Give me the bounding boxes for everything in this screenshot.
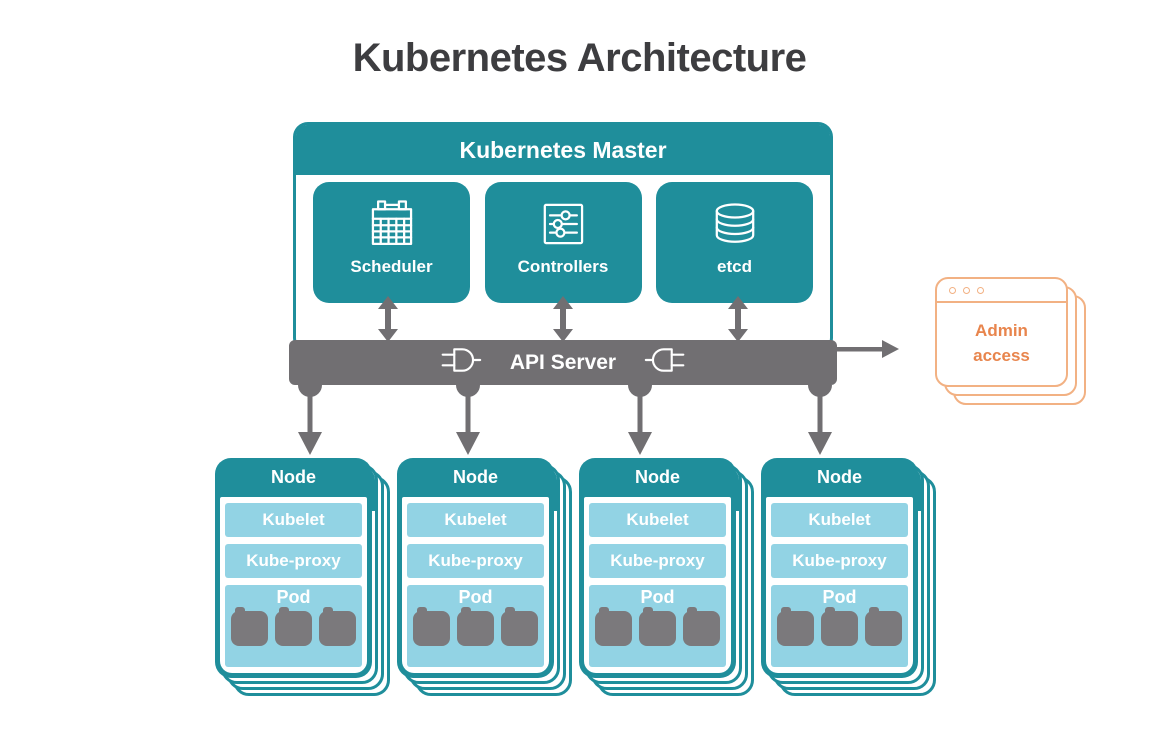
kube-proxy-row: Kube-proxy bbox=[771, 544, 908, 578]
api-server-bar: API Server bbox=[289, 340, 837, 385]
container-icon bbox=[457, 607, 494, 646]
kubelet-row: Kubelet bbox=[771, 503, 908, 537]
kubelet-row: Kubelet bbox=[589, 503, 726, 537]
container-icon bbox=[231, 607, 268, 646]
api-node4-arrow bbox=[808, 385, 832, 455]
container-icon bbox=[683, 607, 720, 646]
controllers-label: Controllers bbox=[517, 257, 609, 276]
pod-section: Pod bbox=[225, 585, 362, 667]
window-titlebar bbox=[937, 279, 1066, 303]
kubernetes-master-title: Kubernetes Master bbox=[296, 125, 830, 175]
node-title: Node bbox=[271, 467, 316, 487]
node-title: Node bbox=[817, 467, 862, 487]
kubernetes-master-box: Kubernetes Master Scheduler bbox=[293, 122, 833, 353]
controllers-api-double-arrow bbox=[553, 296, 573, 342]
container-icon bbox=[501, 607, 538, 646]
node-card: Node Kubelet Kube-proxy Pod bbox=[761, 458, 918, 678]
container-icon bbox=[777, 607, 814, 646]
api-node1-arrow bbox=[298, 385, 322, 455]
container-icon bbox=[821, 607, 858, 646]
api-node2-arrow bbox=[456, 385, 480, 455]
kube-proxy-row: Kube-proxy bbox=[225, 544, 362, 578]
node-stack-3: Node Kubelet Kube-proxy Pod bbox=[579, 458, 759, 703]
pod-section: Pod bbox=[771, 585, 908, 667]
controllers-box: Controllers bbox=[484, 182, 642, 303]
node-card: Node Kubelet Kube-proxy Pod bbox=[397, 458, 554, 678]
pod-label: Pod bbox=[276, 587, 311, 607]
node-card: Node Kubelet Kube-proxy Pod bbox=[215, 458, 372, 678]
pod-section: Pod bbox=[589, 585, 726, 667]
master-components-row: Scheduler Controllers bbox=[313, 182, 813, 303]
container-icon bbox=[639, 607, 676, 646]
node-title: Node bbox=[635, 467, 680, 487]
kube-proxy-row: Kube-proxy bbox=[589, 544, 726, 578]
pod-label: Pod bbox=[458, 587, 493, 607]
container-icon bbox=[595, 607, 632, 646]
page-title: Kubernetes Architecture bbox=[352, 36, 807, 80]
pod-label: Pod bbox=[640, 587, 675, 607]
window-dot-icon bbox=[977, 286, 984, 294]
container-icon bbox=[319, 607, 356, 646]
node-title: Node bbox=[453, 467, 498, 487]
socket-icon bbox=[636, 342, 686, 383]
etcd-box: etcd bbox=[656, 182, 813, 303]
container-icon bbox=[413, 607, 450, 646]
plug-icon bbox=[440, 342, 490, 383]
etcd-label: etcd bbox=[717, 257, 752, 276]
node-card: Node Kubelet Kube-proxy Pod bbox=[579, 458, 736, 678]
api-node3-arrow bbox=[628, 385, 652, 455]
api-server-label: API Server bbox=[509, 350, 617, 374]
pod-section: Pod bbox=[407, 585, 544, 667]
kubelet-row: Kubelet bbox=[407, 503, 544, 537]
kubelet-row: Kubelet bbox=[225, 503, 362, 537]
sliders-icon bbox=[537, 195, 589, 253]
container-icon bbox=[275, 607, 312, 646]
kube-proxy-row: Kube-proxy bbox=[407, 544, 544, 578]
calendar-icon bbox=[366, 195, 418, 253]
admin-access-label: Admin access bbox=[973, 321, 1030, 365]
window-dot-icon bbox=[963, 286, 970, 294]
admin-access-window: Admin access bbox=[935, 277, 1090, 409]
node-stack-2: Node Kubelet Kube-proxy Pod bbox=[397, 458, 577, 703]
api-admin-arrow bbox=[835, 340, 899, 358]
scheduler-api-double-arrow bbox=[378, 296, 398, 342]
scheduler-label: Scheduler bbox=[350, 257, 433, 276]
node-stack-4: Node Kubelet Kube-proxy Pod bbox=[761, 458, 941, 703]
browser-window-stack-icon: Admin access bbox=[935, 277, 1068, 387]
database-icon bbox=[706, 195, 764, 253]
node-stack-1: Node Kubelet Kube-proxy Pod bbox=[215, 458, 395, 703]
container-icon bbox=[865, 607, 902, 646]
scheduler-box: Scheduler bbox=[313, 182, 470, 303]
window-dot-icon bbox=[949, 286, 956, 294]
pod-label: Pod bbox=[822, 587, 857, 607]
etcd-api-double-arrow bbox=[728, 296, 748, 342]
